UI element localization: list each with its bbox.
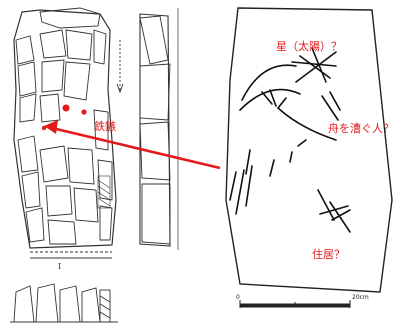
leader-arrow	[44, 120, 221, 170]
hatched-stone	[97, 175, 111, 209]
scale-end-label: 20cm	[352, 294, 369, 301]
stone-chamber-plan	[13, 7, 117, 259]
annotation-boat-rower: 舟を漕ぐ人？	[328, 122, 394, 135]
scale-start-label: 0	[236, 294, 240, 301]
engraved-slab	[225, 7, 393, 293]
annotation-iron-ax: 鉄鏃	[94, 120, 116, 133]
chamber-section	[10, 283, 118, 323]
scale-bar	[239, 300, 351, 308]
find-location-markers	[41, 104, 87, 131]
annotation-star-sun: 星（太陽）？	[276, 40, 342, 53]
chamber-elevation	[116, 8, 179, 250]
annotation-dwelling: 住居？	[312, 248, 345, 261]
figure-mark: I	[58, 262, 62, 271]
engravings	[229, 47, 351, 233]
